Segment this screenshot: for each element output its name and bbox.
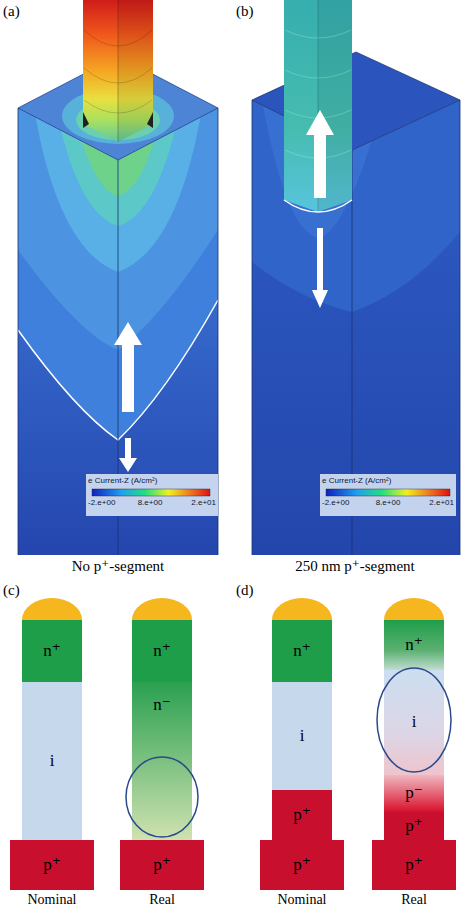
- wire-segment: i: [272, 682, 332, 790]
- wire-caption: Real: [112, 892, 212, 908]
- wire-segment: i: [22, 682, 82, 840]
- segment-label: n⁺: [293, 642, 310, 661]
- segment-label: i: [50, 752, 55, 771]
- segment-label: n⁻: [153, 696, 170, 715]
- segment-label: n⁺: [153, 642, 170, 661]
- segment-fill: [132, 620, 192, 682]
- colorbar-tick: 2.e+01: [172, 498, 216, 508]
- colorbar-title: e Current-Z (A/cm²): [322, 476, 456, 486]
- segment-fill: [384, 670, 444, 775]
- segment-label: p⁺: [405, 856, 422, 875]
- panel-caption: 250 nm p⁺-segment: [236, 558, 474, 575]
- segment-fill: [384, 620, 444, 670]
- substrate-block: p⁺: [260, 840, 344, 890]
- highlight-ellipses: [126, 668, 451, 837]
- colorbar-tick: -2.e+00: [88, 498, 132, 508]
- segment-fill: [260, 840, 344, 890]
- wire-segment: p⁻: [384, 775, 444, 812]
- wire-segment: n⁺: [132, 620, 192, 682]
- colorbar-tick: 8.e+00: [128, 498, 172, 508]
- segment-label: i: [412, 713, 417, 732]
- segment-fill: [132, 682, 192, 840]
- panel-label: (a): [3, 3, 33, 20]
- colorbar-tick: 8.e+00: [366, 498, 410, 508]
- segment-fill: [22, 682, 82, 840]
- segment-label: p⁺: [293, 856, 310, 875]
- segment-label: n⁺: [43, 642, 60, 661]
- wire-segment: n⁺: [22, 620, 82, 682]
- substrate-block: p⁺: [372, 840, 456, 890]
- wire-segment: n⁺: [272, 620, 332, 682]
- wire-caption: Real: [364, 892, 464, 908]
- simulation-b: [252, 0, 460, 555]
- segment-label: p⁺: [405, 817, 422, 836]
- segment-label: p⁺: [153, 856, 170, 875]
- segment-label: n⁺: [405, 636, 422, 655]
- wire-segment: p⁺: [384, 812, 444, 840]
- segment-fill: [22, 620, 82, 682]
- segment-fill: [372, 840, 456, 890]
- colorbar-title: e Current-Z (A/cm²): [88, 476, 218, 486]
- substrate-block: p⁺: [120, 840, 204, 890]
- panel-label: (c): [3, 582, 33, 599]
- contact-caps: [22, 598, 444, 620]
- wire-segment: p⁺: [272, 790, 332, 840]
- wire-caption: Nominal: [2, 892, 102, 908]
- colorbar-tick: 2.e+01: [410, 498, 454, 508]
- substrate-block: p⁺: [10, 840, 94, 890]
- wire-segment: n⁺: [384, 620, 444, 670]
- segment-label: p⁻: [405, 784, 422, 803]
- segment-fill: [384, 775, 444, 812]
- segment-label: p⁺: [43, 856, 60, 875]
- wire-segment: i: [384, 670, 444, 775]
- segment-fill: [272, 682, 332, 790]
- segment-fill: [272, 790, 332, 840]
- wire-segment: n⁻: [132, 682, 192, 840]
- segment-fill: [120, 840, 204, 890]
- segment-fill: [272, 620, 332, 682]
- panel-label: (b): [236, 3, 266, 20]
- wire-caption: Nominal: [252, 892, 352, 908]
- panel-label: (d): [236, 582, 266, 599]
- segment-fill: [384, 812, 444, 840]
- segment-fill: [10, 840, 94, 890]
- segment-label: p⁺: [293, 806, 310, 825]
- segment-label: i: [300, 727, 305, 746]
- simulation-a: [18, 0, 218, 555]
- panel-caption: No p⁺-segment: [18, 558, 218, 575]
- colorbar-tick: -2.e+00: [322, 498, 366, 508]
